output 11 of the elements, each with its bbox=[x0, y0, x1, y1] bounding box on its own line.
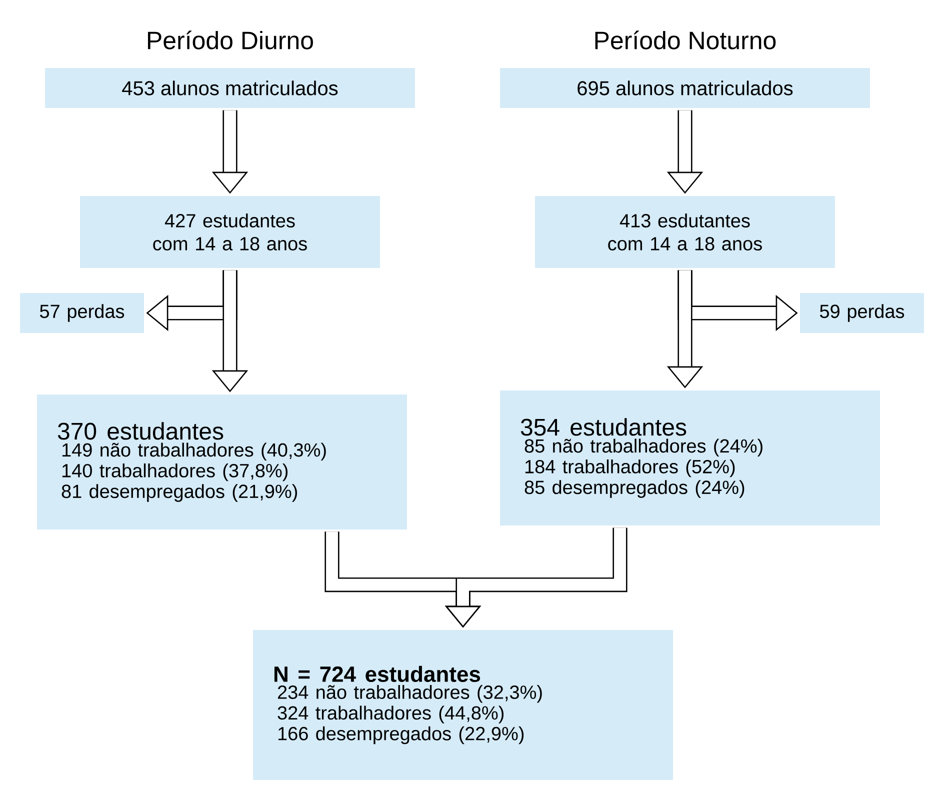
flow-box: 453 alunos matriculados bbox=[45, 68, 415, 108]
stats-box: N = 724 estudantes 234 não trabalhadores (32,3%) 324 trabalhadores (44,8%) 166 desempregados (22,9%) bbox=[253, 630, 673, 780]
period-heading: Período Diurno bbox=[148, 30, 313, 50]
flow-box: 427 estudantes com 14 a 18 anos bbox=[80, 196, 380, 268]
stats-box: 354 estudantes 85 não trabalhadores (24%) 184 trabalhadores (52%) 85 desempregados (24%) bbox=[500, 390, 880, 526]
stats-box: 370 estudantes 149 não trabalhadores (40,3%) 140 trabalhadores (37,8%) 81 desempregados (21,9%) bbox=[37, 394, 407, 530]
flow-box: 413 esdutantes com 14 a 18 anos bbox=[535, 196, 835, 268]
flow-box: 57 perdas bbox=[20, 292, 144, 333]
flow-box: 695 alunos matriculados bbox=[500, 68, 870, 108]
flow-box: 59 perdas bbox=[800, 292, 924, 333]
period-heading: Período Noturno bbox=[595, 30, 776, 50]
